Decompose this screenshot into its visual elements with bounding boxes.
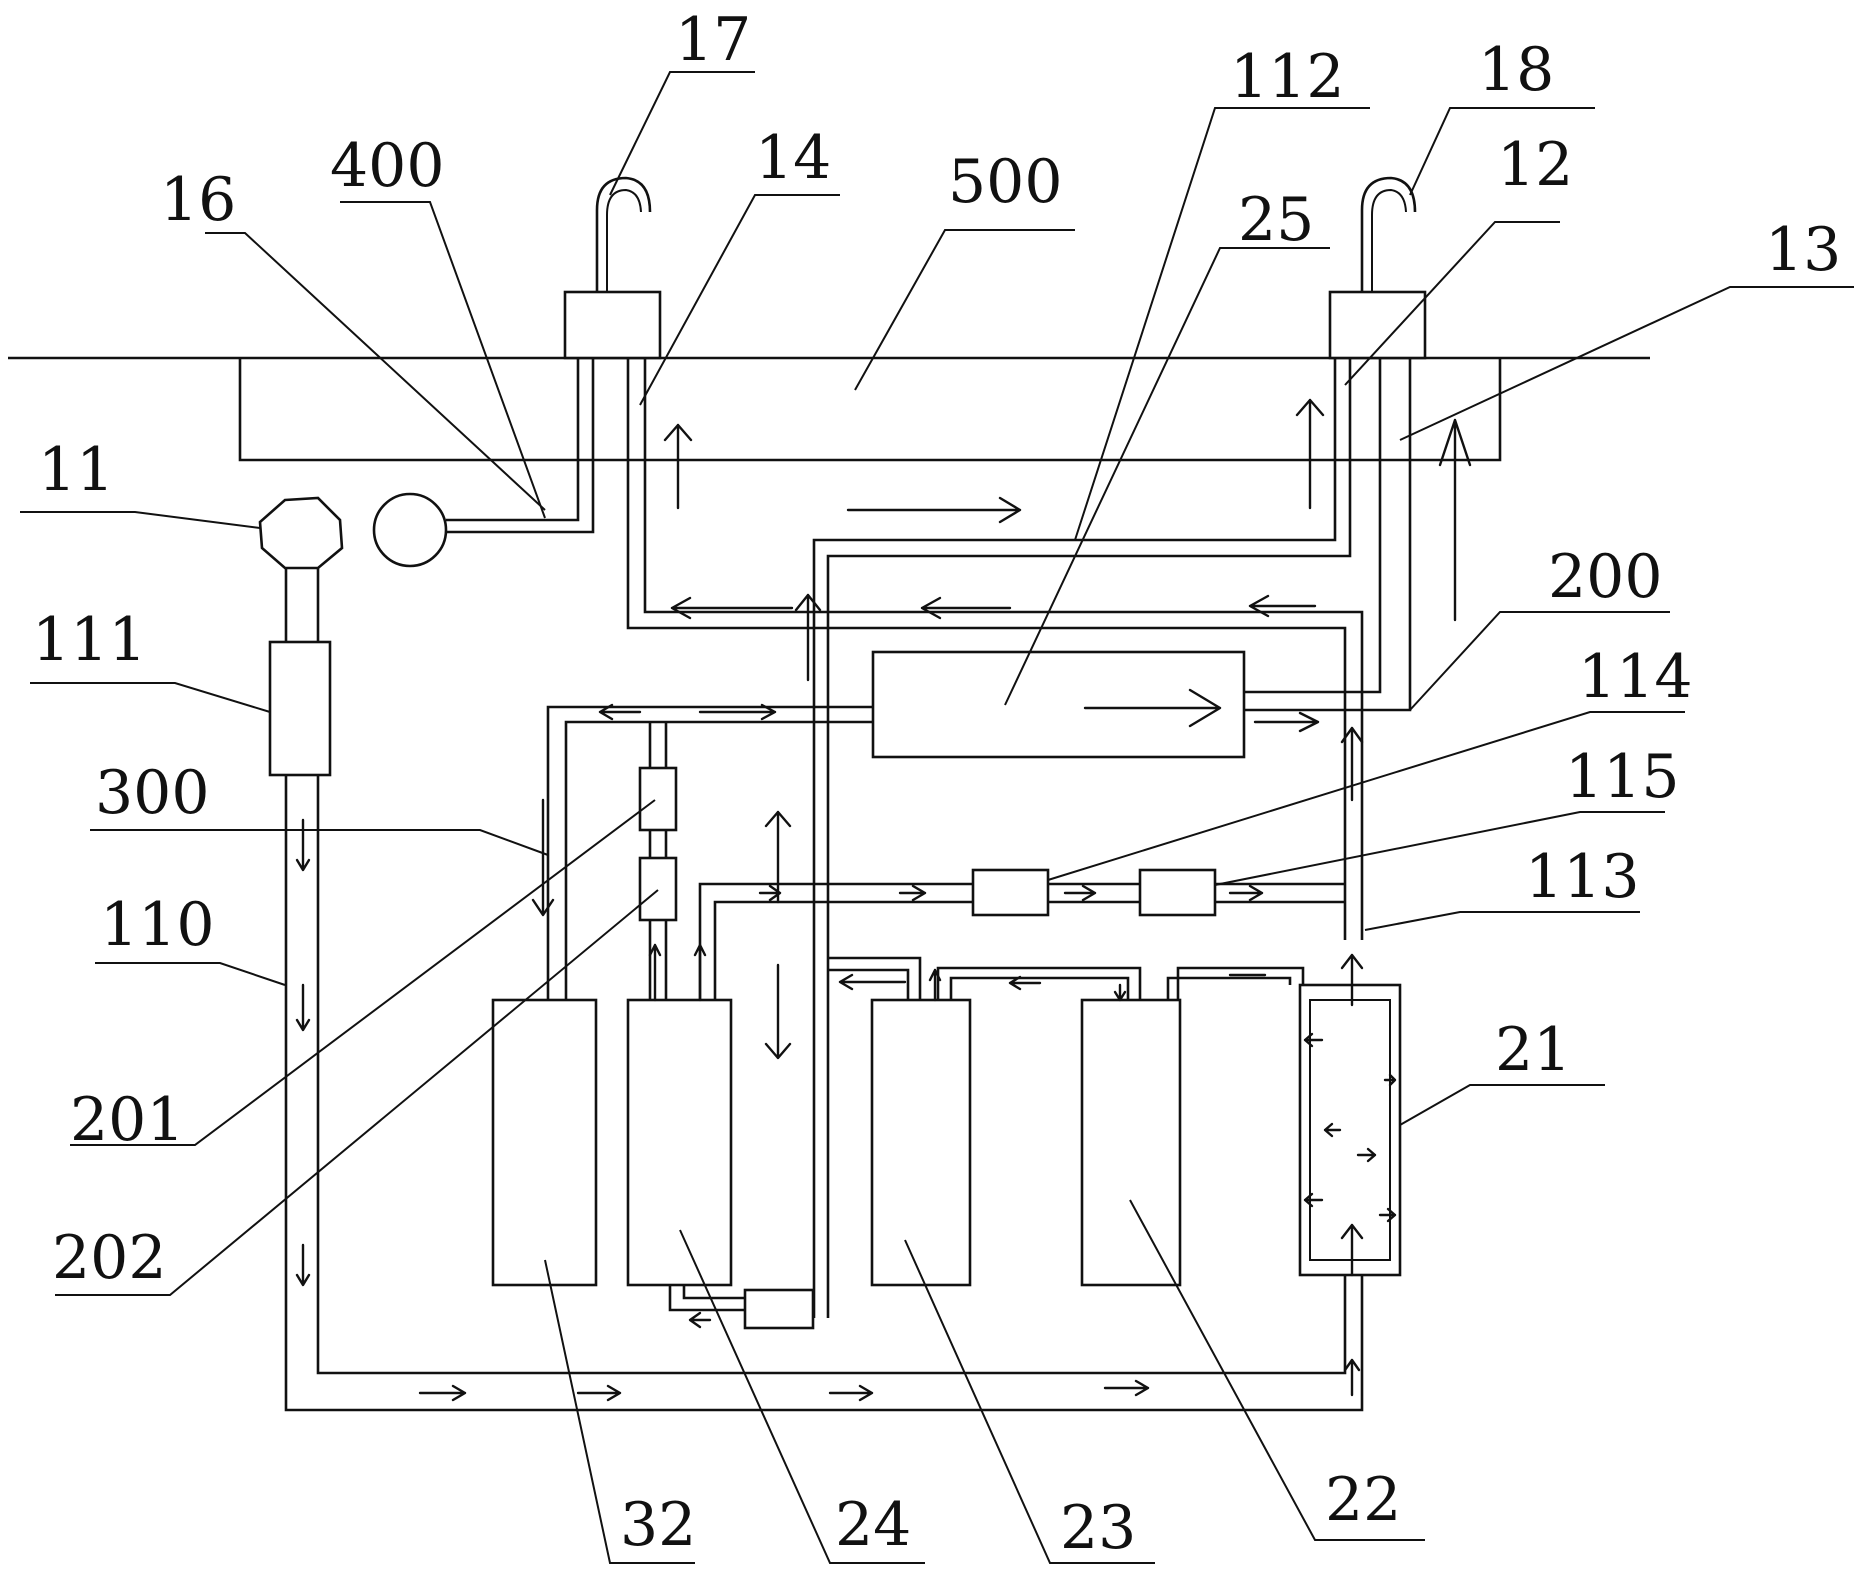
label-18: 18 bbox=[1478, 35, 1554, 105]
label-202: 202 bbox=[52, 1223, 167, 1293]
tank-24 bbox=[626, 998, 733, 1287]
faucet-17 bbox=[563, 176, 662, 360]
label-115: 115 bbox=[1565, 742, 1680, 812]
sink-basin bbox=[238, 358, 1502, 462]
label-14: 14 bbox=[755, 123, 831, 193]
pipe-400 bbox=[446, 358, 580, 522]
component-201 bbox=[638, 766, 678, 832]
faucet-18-spout bbox=[1360, 176, 1417, 292]
pipe-23-22 bbox=[936, 966, 1142, 1000]
label-21: 21 bbox=[1495, 1015, 1571, 1085]
faucet-17-base bbox=[563, 290, 662, 360]
faucet-18-base bbox=[1328, 290, 1427, 360]
label-17: 17 bbox=[675, 5, 751, 75]
label-110: 110 bbox=[100, 890, 215, 960]
label-111: 111 bbox=[32, 605, 147, 675]
pipe-112-to-23 bbox=[828, 956, 922, 1000]
pipe-400-b bbox=[446, 358, 595, 534]
label-16: 16 bbox=[160, 165, 236, 235]
label-12: 12 bbox=[1497, 130, 1573, 200]
label-24: 24 bbox=[835, 1490, 911, 1560]
pump-24 bbox=[743, 1288, 815, 1330]
component-115 bbox=[1138, 868, 1217, 917]
tank-21-inner bbox=[1309, 999, 1391, 1261]
label-200: 200 bbox=[1548, 542, 1663, 612]
label-25: 25 bbox=[1238, 185, 1314, 255]
label-13: 13 bbox=[1765, 215, 1841, 285]
component-16 bbox=[372, 492, 448, 568]
label-113: 113 bbox=[1525, 842, 1640, 912]
component-114 bbox=[971, 868, 1050, 917]
label-400: 400 bbox=[330, 131, 445, 201]
label-23: 23 bbox=[1060, 1493, 1136, 1563]
label-32: 32 bbox=[620, 1490, 696, 1560]
counter-and-sink bbox=[8, 356, 1650, 462]
tank-23 bbox=[870, 998, 972, 1287]
pipe-300 bbox=[546, 705, 873, 1000]
faucet-17-spout bbox=[595, 176, 652, 292]
label-11: 11 bbox=[38, 435, 114, 505]
leader-lines bbox=[20, 71, 1854, 1564]
tank-21-outer bbox=[1298, 983, 1402, 1277]
label-112: 112 bbox=[1230, 42, 1345, 112]
faucet-18 bbox=[1328, 176, 1427, 360]
pipe-112 bbox=[812, 358, 1337, 1318]
component-202 bbox=[638, 856, 678, 922]
labels: 17 112 18 400 14 500 25 12 16 13 11 111 … bbox=[32, 5, 1841, 1563]
pipe-22-21 bbox=[1176, 966, 1305, 1000]
pipe-200 bbox=[1244, 358, 1382, 694]
label-114: 114 bbox=[1578, 642, 1693, 712]
label-300: 300 bbox=[95, 758, 210, 828]
flow-arrows bbox=[295, 398, 1472, 1402]
component-11 bbox=[258, 496, 344, 570]
tank-32 bbox=[491, 998, 598, 1287]
pipe-14 bbox=[626, 358, 1347, 940]
component-11-body bbox=[258, 496, 344, 570]
tank-22 bbox=[1080, 998, 1182, 1287]
component-111 bbox=[268, 640, 332, 777]
component-25 bbox=[871, 650, 1246, 759]
label-22: 22 bbox=[1325, 1465, 1401, 1535]
label-201: 201 bbox=[70, 1085, 185, 1155]
label-500: 500 bbox=[948, 147, 1063, 217]
